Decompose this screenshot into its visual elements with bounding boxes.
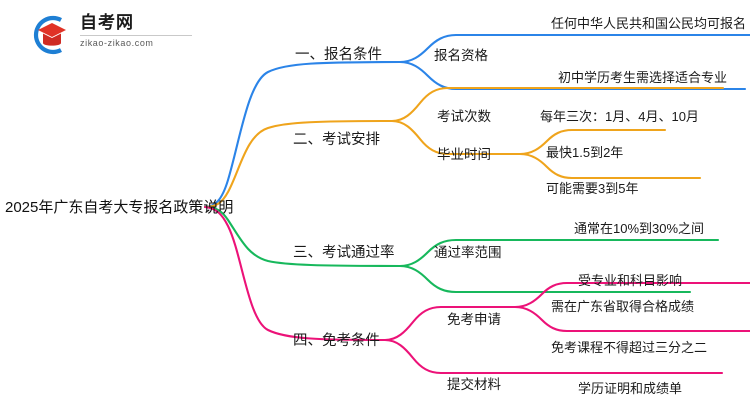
mindmap-subnode-2-2: 毕业时间 [437, 147, 491, 162]
wire-l2-to-leaf-3-2 [398, 264, 550, 294]
mindmap-leaf-4-1-1: 需在广东省取得合格成绩 [551, 299, 695, 314]
mindmap-subnode-4-1: 免考申请 [447, 312, 501, 327]
mindmap-root-node: 2025年广东自考大专报名政策说明 [5, 199, 234, 216]
mindmap-leaf-1-1-2: 初中学历考生需选择适合专业 [558, 70, 728, 85]
wire-root-to-branch4 [203, 205, 387, 342]
logo-divider [80, 35, 192, 36]
mindmap-branch-2: 二、考试安排 [293, 132, 380, 148]
mindmap-leaf-2-2-2: 可能需要3到5年 [546, 181, 639, 196]
mindmap-branch-3: 三、考试通过率 [293, 245, 395, 261]
mindmap-leaf-2-1-1: 每年三次：1月、4月、10月 [540, 109, 699, 124]
logo-title: 自考网 [80, 13, 134, 32]
mindmap-leaf-1-1-1: 任何中华人民共和国公民均可报名 [551, 16, 747, 31]
graduation-cap-icon [33, 15, 66, 55]
mindmap-leaf-3-1-1: 通常在10%到30%之间 [574, 221, 705, 236]
mindmap-subnode-1-1: 报名资格 [434, 48, 488, 63]
logo-text-block: 自考网 zikao-zikao.com [80, 13, 198, 48]
mindmap-subnode-4-2: 提交材料 [447, 377, 501, 392]
wire-l2-to-leaf-1-2 [398, 60, 554, 91]
wire-branch4-to-l2-2 [383, 338, 517, 375]
mindmap-branch-4: 四、免考条件 [293, 333, 380, 349]
site-logo: 自考网 zikao-zikao.com [28, 12, 198, 58]
mindmap-leaf-4-1-2: 免考课程不得超过三分之二 [551, 340, 708, 355]
mindmap-subnode-2-1: 考试次数 [437, 109, 491, 124]
mindmap-leaf-4-2-1: 学历证明和成绩单 [578, 381, 683, 396]
mindmap-subnode-3-1: 通过率范围 [434, 245, 502, 260]
mindmap-leaf-2-2-1: 最快1.5到2年 [546, 145, 624, 160]
logo-domain: zikao-zikao.com [80, 38, 154, 48]
mindmap-leaf-3-1-2: 受专业和科目影响 [578, 273, 683, 288]
mindmap-branch-1: 一、报名条件 [295, 47, 382, 63]
